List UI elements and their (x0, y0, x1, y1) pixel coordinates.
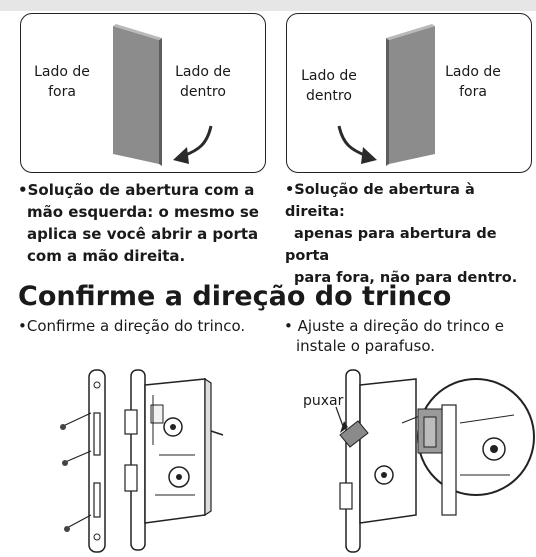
left-inside-line1: Lado de (175, 64, 231, 80)
left-outside-line1: Lado de (34, 64, 90, 80)
left-panel-inside-label: Lado de dentro (171, 62, 235, 102)
right-door-illustration (337, 24, 435, 166)
right-caption-line3: para fora, não para dentro. (294, 270, 518, 286)
left-panel-outside-label: Lado de fora (33, 62, 91, 102)
pull-label: puxar (303, 393, 344, 409)
right-caption-line2: apenas para abertura de porta (285, 226, 497, 264)
left-caption-line3: aplica se você abrir a porta (27, 225, 259, 243)
left-caption-line1: Solução de abertura com a (27, 181, 255, 199)
latch-adjust-illustration (335, 369, 535, 553)
step-adjust-latch: • Ajuste a direção do trinco e instale o… (284, 316, 534, 356)
top-strip (0, 0, 536, 11)
left-outside-line2: fora (48, 84, 76, 100)
right-opening-caption: •Solução de abertura à direita: apenas p… (285, 179, 535, 289)
left-opening-caption: •Solução de abertura com a mão esquerda:… (18, 179, 268, 267)
left-caption-line4: com a mão direita. (27, 247, 186, 265)
right-opening-panel: Lado de dentro Lado de fora (286, 13, 532, 173)
lock-assembly-illustration (60, 369, 224, 553)
right-caption-bullet: • (285, 182, 295, 198)
section-title: Confirme a direção do trinco (18, 281, 452, 312)
step-right-line1: • Ajuste a direção do trinco e (284, 317, 504, 335)
left-caption-line2: mão esquerda: o mesmo se (27, 203, 259, 221)
left-inside-line2: dentro (180, 84, 226, 100)
right-outside-line2: dentro (306, 88, 352, 104)
left-door-illustration (113, 24, 213, 166)
right-outside-line1: Lado de (301, 68, 357, 84)
right-panel-inside-label: Lado de fora (443, 62, 503, 102)
step-left-line1: •Confirme a direção do trinco. (18, 317, 246, 335)
left-opening-panel: Lado de fora Lado de dentro (20, 13, 266, 173)
right-panel-outside-label: Lado de dentro (297, 66, 361, 106)
step-confirm-latch: •Confirme a direção do trinco. (18, 316, 278, 336)
left-caption-bullet: • (18, 181, 28, 199)
right-inside-line2: fora (459, 84, 487, 100)
step-right-line2: instale o parafuso. (296, 337, 436, 355)
right-caption-line1: Solução de abertura à direita: (285, 182, 475, 220)
right-inside-line1: Lado de (445, 64, 501, 80)
